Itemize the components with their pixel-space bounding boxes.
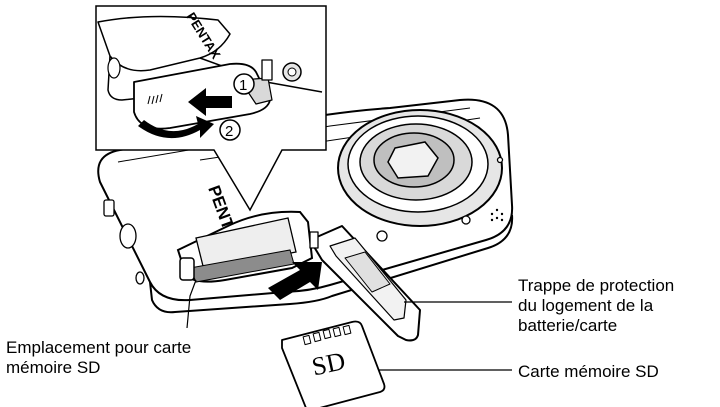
cover-label-line1: Trappe de protection — [518, 276, 675, 295]
battery-cover — [309, 225, 421, 342]
slide-arrow — [188, 88, 232, 116]
insert-arrow — [268, 262, 322, 300]
open-arrow — [138, 116, 214, 139]
step-1-number: 1 — [239, 77, 247, 94]
slot-label: Emplacement pour carte mémoire SD — [6, 338, 191, 378]
camera-details — [103, 156, 504, 285]
cover-label-line2: du logement de la — [518, 296, 654, 315]
card-label: Carte mémoire SD — [518, 362, 659, 382]
lens — [337, 109, 503, 227]
battery-compartment — [176, 210, 314, 283]
sd-card — [281, 320, 386, 407]
slot-label-line1: Emplacement pour carte — [6, 338, 192, 357]
card-label-line1: Carte mémoire SD — [518, 362, 659, 381]
leader-lines — [186, 279, 512, 371]
slot-label-line2: mémoire SD — [6, 358, 101, 377]
sd-card-text: SD — [309, 346, 348, 381]
step-2-number: 2 — [225, 123, 233, 140]
cover-label-line3: batterie/carte — [518, 316, 618, 335]
cover-label: Trappe de protection du logement de la b… — [518, 276, 674, 336]
